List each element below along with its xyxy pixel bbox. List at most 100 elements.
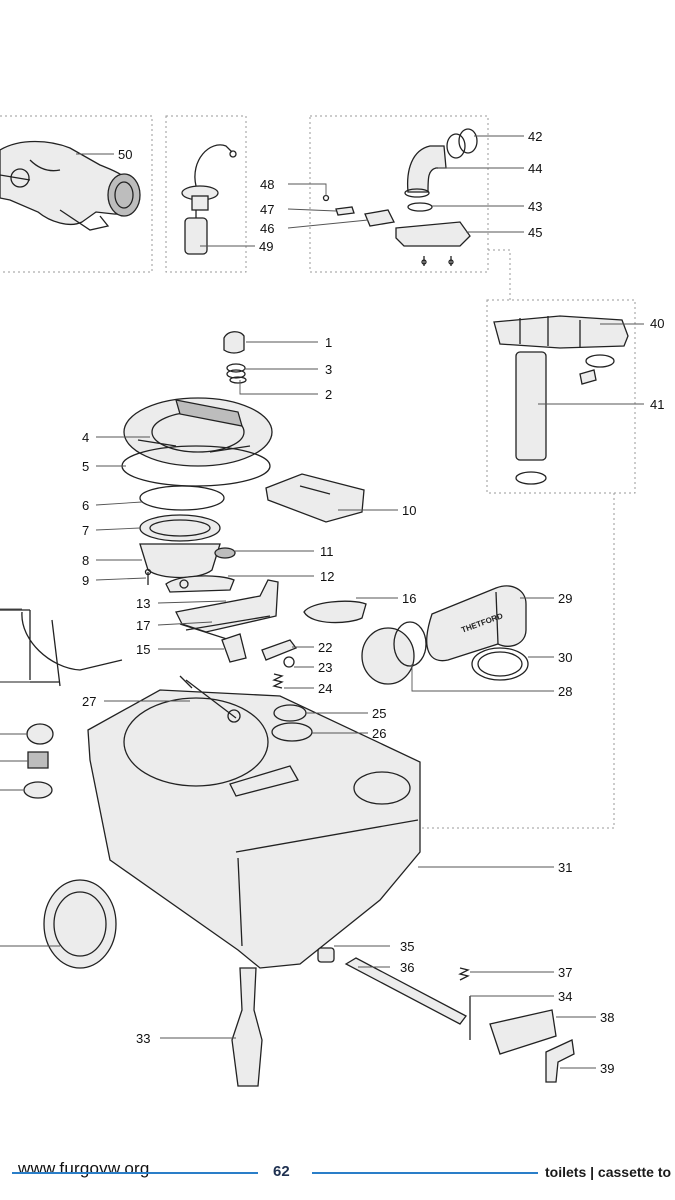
part-33-handle bbox=[231, 967, 263, 1087]
part-12-blade bbox=[165, 575, 235, 593]
page-footer: www.furgovw.org 62 toilets | cassette to bbox=[0, 1158, 675, 1186]
callout-31: 31 bbox=[558, 860, 572, 875]
callout-16: 16 bbox=[402, 591, 416, 606]
part-7-bowl-ring bbox=[139, 514, 221, 542]
part-2-ring bbox=[229, 376, 247, 384]
part-left-bracket bbox=[0, 609, 123, 687]
callout-27: 27 bbox=[82, 694, 96, 709]
callout-26: 26 bbox=[372, 726, 386, 741]
callout-23: 23 bbox=[318, 660, 332, 675]
callout-17: 17 bbox=[136, 618, 150, 633]
callout-34: 34 bbox=[558, 989, 572, 1004]
part-9-screw bbox=[144, 568, 152, 585]
callout-33: 33 bbox=[136, 1031, 150, 1046]
leader-lines bbox=[0, 135, 644, 1069]
part-26-nozzle bbox=[271, 722, 313, 742]
part-22-bracket bbox=[261, 639, 298, 661]
callout-48: 48 bbox=[260, 177, 274, 192]
part-28-cap bbox=[361, 621, 427, 685]
callout-24: 24 bbox=[318, 681, 332, 696]
part-16-valve-cover bbox=[303, 600, 367, 624]
part-6-gasket bbox=[139, 485, 225, 511]
part-1-knob bbox=[223, 331, 245, 354]
part-24-spring bbox=[272, 673, 284, 689]
callout-13: 13 bbox=[136, 596, 150, 611]
callout-43: 43 bbox=[528, 199, 542, 214]
page-number: 62 bbox=[273, 1163, 290, 1180]
part-27-rod bbox=[179, 675, 241, 723]
group-box-level-pipe bbox=[420, 299, 636, 829]
callout-28: 28 bbox=[558, 684, 572, 699]
section-title: toilets | cassette to bbox=[545, 1164, 672, 1180]
part-3-spring bbox=[226, 363, 246, 379]
website-link[interactable]: www.furgovw.org bbox=[18, 1159, 150, 1178]
callout-10: 10 bbox=[402, 503, 416, 518]
callout-46: 46 bbox=[260, 221, 274, 236]
callout-30: 30 bbox=[558, 650, 572, 665]
group-box-sensor bbox=[165, 115, 247, 273]
callout-numbers: 50 49 42 44 48 47 46 43 45 40 41 1 3 2 4… bbox=[82, 129, 664, 1076]
callout-11: 11 bbox=[320, 544, 334, 559]
callout-47: 47 bbox=[260, 202, 274, 217]
part-8-bowl bbox=[139, 543, 221, 579]
part-30-o-ring bbox=[471, 647, 529, 681]
part-46-plate bbox=[364, 209, 395, 227]
part-10-cover bbox=[265, 473, 365, 523]
part-4-seat-lid bbox=[123, 397, 273, 467]
part-45-mounting-plate bbox=[395, 221, 471, 266]
callout-8: 8 bbox=[82, 553, 89, 568]
callout-5: 5 bbox=[82, 459, 89, 474]
part-left-wheel bbox=[43, 879, 117, 969]
callout-3: 3 bbox=[325, 362, 332, 377]
part-25-cap bbox=[273, 704, 307, 722]
part-41-level-pipe bbox=[515, 351, 547, 485]
callout-1: 1 bbox=[325, 335, 332, 350]
callout-35: 35 bbox=[400, 939, 414, 954]
callout-7: 7 bbox=[82, 523, 89, 538]
callout-45: 45 bbox=[528, 225, 542, 240]
part-39-pin bbox=[545, 1039, 575, 1083]
part-36-shaft bbox=[344, 957, 467, 1025]
group-box-motor bbox=[0, 115, 153, 273]
part-17-guide bbox=[179, 615, 271, 641]
callout-49: 49 bbox=[259, 239, 273, 254]
callout-25: 25 bbox=[372, 706, 386, 721]
callout-15: 15 bbox=[136, 642, 150, 657]
part-38-latch bbox=[489, 1009, 557, 1055]
callout-9: 9 bbox=[82, 573, 89, 588]
group-box-valve-kit bbox=[309, 115, 511, 300]
callout-41: 41 bbox=[650, 397, 664, 412]
part-42-o-ring-set bbox=[446, 128, 478, 159]
part-29-spout bbox=[426, 585, 527, 662]
callout-40: 40 bbox=[650, 316, 664, 331]
part-left-button bbox=[26, 723, 54, 745]
part-35-cap bbox=[317, 947, 335, 963]
part-11-nut bbox=[214, 547, 236, 559]
part-44-elbow bbox=[404, 145, 447, 198]
callout-6: 6 bbox=[82, 498, 89, 513]
footer-rule-left bbox=[12, 1172, 258, 1174]
part-40-pipe-bracket bbox=[493, 315, 629, 385]
part-48-pin bbox=[322, 194, 330, 202]
callout-42: 42 bbox=[528, 129, 542, 144]
part-37-spring bbox=[458, 967, 470, 981]
callout-37: 37 bbox=[558, 965, 572, 980]
callout-2: 2 bbox=[325, 387, 332, 402]
callout-22: 22 bbox=[318, 640, 332, 655]
footer-rule-right bbox=[312, 1172, 538, 1174]
callout-12: 12 bbox=[320, 569, 334, 584]
callout-39: 39 bbox=[600, 1061, 614, 1076]
callout-50: 50 bbox=[118, 147, 132, 162]
callout-4: 4 bbox=[82, 430, 89, 445]
callout-36: 36 bbox=[400, 960, 414, 975]
part-left-seal bbox=[23, 781, 53, 799]
part-49-level-sensor bbox=[181, 144, 237, 255]
part-left-spring bbox=[27, 751, 49, 769]
part-23-screw bbox=[283, 656, 295, 668]
callout-44: 44 bbox=[528, 161, 542, 176]
part-31-cassette-tank bbox=[87, 689, 421, 969]
callout-29: 29 bbox=[558, 591, 572, 606]
part-43-seal bbox=[407, 202, 433, 212]
